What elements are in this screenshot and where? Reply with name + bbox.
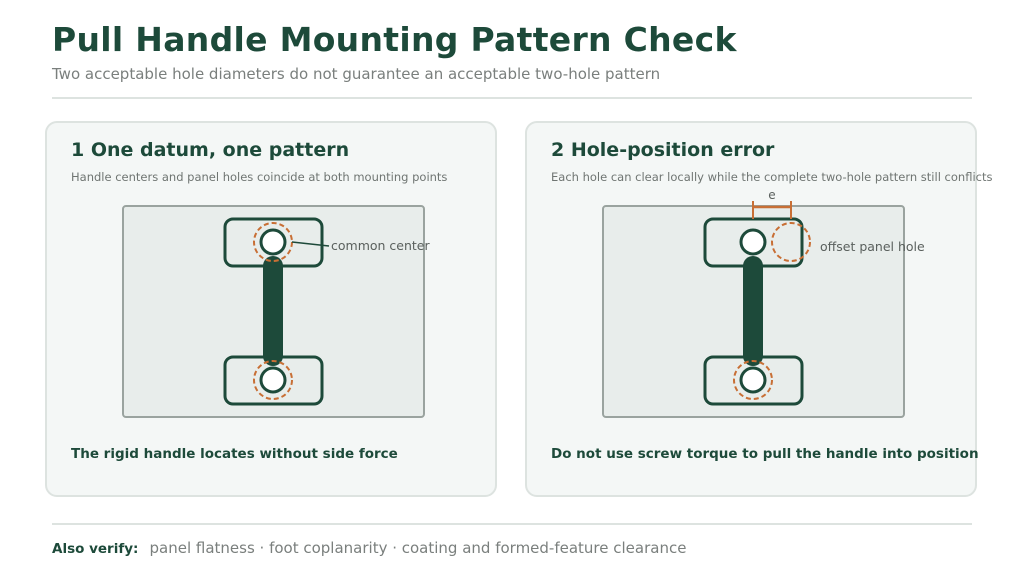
- lower-handle-hole: [259, 366, 287, 394]
- panel-title: 1 One datum, one pattern: [71, 139, 350, 161]
- callout-offset-panel-hole: offset panel hole: [820, 239, 925, 254]
- upper-handle-hole: [739, 228, 767, 256]
- dimension-label: e: [768, 188, 775, 202]
- page-subtitle: Two acceptable hole diameters do not gua…: [52, 65, 661, 83]
- callout-leader: [291, 241, 330, 247]
- lower-handle-hole: [739, 366, 767, 394]
- panel-description: Handle centers and panel holes coincide …: [71, 170, 448, 184]
- lower-panel-hole: [253, 360, 293, 400]
- footer-checklist: panel flatness · foot coplanarity · coat…: [149, 539, 687, 557]
- page-title: Pull Handle Mounting Pattern Check: [52, 20, 737, 59]
- handle-grip: [263, 256, 283, 366]
- offset-upper-panel-hole: [771, 222, 811, 262]
- offset-pattern-diagram: e offset panel hole: [602, 188, 925, 418]
- panel-hole-position-error: 2 Hole-position error Each hole can clea…: [525, 121, 992, 497]
- panel-description: Each hole can clear locally while the co…: [551, 170, 993, 184]
- aligned-pattern-diagram: common center: [122, 205, 430, 418]
- panel-one-datum: 1 One datum, one pattern Handle centers …: [45, 121, 497, 497]
- footer-label: Also verify:: [52, 541, 139, 557]
- handle-grip: [743, 256, 763, 366]
- callout-common-center: common center: [331, 238, 430, 253]
- footer: Also verify: panel flatness · foot copla…: [52, 538, 686, 557]
- header-divider: [52, 97, 972, 99]
- upper-handle-hole: [259, 228, 287, 256]
- panel-note: Do not use screw torque to pull the hand…: [551, 446, 979, 462]
- footer-divider: [52, 523, 972, 525]
- panel-note: The rigid handle locates without side fo…: [71, 446, 398, 462]
- lower-panel-hole: [733, 360, 773, 400]
- panel-title: 2 Hole-position error: [551, 139, 775, 161]
